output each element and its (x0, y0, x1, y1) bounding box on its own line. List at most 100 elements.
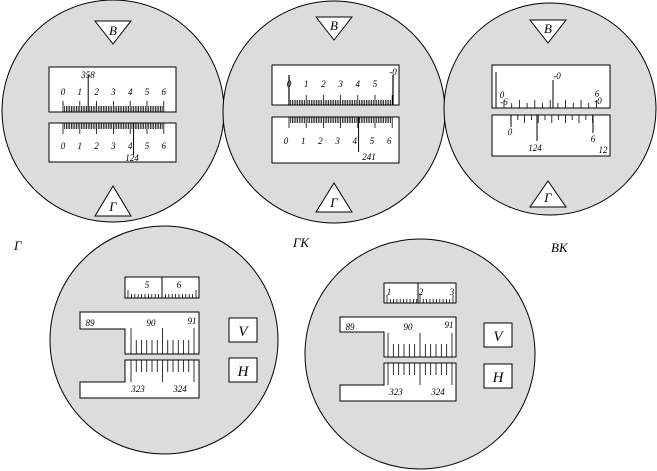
micro-right-h-scale (339, 362, 457, 402)
micro-right-v-label-2: 90 (404, 322, 414, 332)
micro-right-v-scale (339, 316, 457, 358)
panel-gk-bottom-label: 6 (387, 136, 392, 146)
panel-vk-top-left-label-2: -6 (500, 97, 508, 107)
micro-left-v-label-2: 90 (147, 318, 157, 328)
panel-gk-bottom-label: 3 (334, 136, 340, 146)
panel-gk-bottom-label: 4 (353, 136, 358, 146)
panel-vk-top-left-label-1: 0 (500, 90, 505, 100)
panel-vk: В 0 -6 -0 6 -0 0 6 12 124 Г (443, 2, 657, 216)
panel-gk-top-label: 2 (321, 79, 326, 89)
panel-g-top-label: 1 (78, 87, 83, 97)
panel-g-bottom-label: 4 (128, 141, 133, 151)
panel-vk-top-scale-ticks (503, 100, 597, 108)
panel-g-top-label: 6 (162, 87, 167, 97)
micro-right-v-label-1: 89 (346, 322, 356, 332)
panel-vk-top-scale (491, 64, 611, 109)
panel-vk-top-triangle: В (528, 19, 568, 44)
panel-gk-bottom-scale-labels: 0 1 2 3 4 5 6 (284, 136, 392, 146)
micro-right-top-window-ticks (386, 295, 454, 303)
panel-g-bottom-label: 5 (145, 141, 150, 151)
panel-g-bottom-label: 2 (94, 141, 99, 151)
panel-g-bottom-triangle-label: Г (108, 199, 117, 214)
panel-gk-top-scale (271, 64, 400, 106)
panel-gk-bottom-reading: 241 (362, 152, 376, 162)
panel-g-top-scale (48, 66, 177, 113)
panel-g-top-label: 2 (94, 87, 99, 97)
panel-gk-top-label: 1 (304, 79, 309, 89)
panel-gk-top-end-label: -0 (389, 67, 397, 77)
panel-gk-top-label: 4 (356, 79, 361, 89)
micro-right-h-box-label: H (492, 370, 505, 386)
panel-g-bottom-label: 3 (110, 141, 116, 151)
micro-right-top-label-3: 3 (449, 287, 455, 297)
panel-gk-bottom-label: 2 (318, 136, 323, 146)
micro-right-h-label-2: 324 (430, 387, 445, 397)
panel-g-bottom-scale-ticks (62, 123, 165, 134)
micro-left-v-box-label: V (238, 324, 249, 340)
panel-vk-bottom-left-label: 0 (508, 127, 513, 137)
panel-gk-bottom-label: 5 (370, 136, 375, 146)
micro-left-h-box-label: H (237, 364, 250, 380)
micro-right-v-box: V (483, 322, 513, 348)
panel-gk-top-triangle-label: В (330, 18, 338, 33)
panel-g-bottom-reading: 124 (125, 153, 139, 163)
micro-left-top-label-2: 6 (177, 280, 182, 290)
panel-vk-top-right-label-1: 6 (595, 89, 600, 99)
panel-vk-top-triangle-label: В (544, 21, 552, 36)
panel-g-bottom-triangle: Г (94, 185, 132, 217)
panel-gk-bottom-label: 1 (301, 136, 306, 146)
panel-vk-bottom-triangle: Г (529, 180, 567, 208)
panel-g-top-triangle-label: В (109, 23, 117, 38)
panel-g-top-label: 3 (110, 87, 116, 97)
panel-g-bottom-label: 6 (162, 141, 167, 151)
panel-gk-bottom-scale (271, 116, 400, 164)
micro-left-h-scale (79, 359, 200, 399)
panel-g-top-scale-ticks (62, 101, 165, 112)
micro-right-top-label-2: 2 (419, 287, 424, 297)
micro-right-h-box: H (483, 363, 513, 389)
micro-right-top-label-1: 1 (387, 287, 392, 297)
micro-left-h-scale-ticks (130, 360, 195, 382)
panel-vk-bottom-triangle-label: Г (543, 190, 552, 205)
panel-g-bottom-label: 1 (78, 141, 83, 151)
panel-gk-top-triangle: В (314, 16, 354, 41)
micro-right-h-scale-ticks (387, 363, 453, 385)
micro-left: 5 6 89 90 91 323 324 V H (49, 225, 279, 455)
panel-gk-bottom-triangle-label: Г (329, 195, 338, 210)
micro-left-v-scale (79, 311, 200, 355)
panel-g-bottom-label: 0 (61, 141, 66, 151)
micro-left-v-box: V (228, 317, 258, 343)
caption-gk: ГК (292, 235, 310, 250)
micro-left-v-label-1: 89 (86, 318, 96, 328)
panel-g-bottom-scale (48, 122, 177, 163)
micro-right-v-box-label: V (493, 329, 504, 345)
panel-gk-bottom-scale-ticks (288, 117, 393, 128)
panel-gk-top-label: 3 (337, 79, 343, 89)
micro-left-h-label-2: 324 (172, 384, 187, 394)
panel-g-top-label: 5 (145, 87, 150, 97)
panel-vk-bottom-reading: 124 (528, 143, 542, 153)
micro-right-v-scale-ticks (387, 333, 453, 357)
panel-gk-top-label: 5 (373, 79, 378, 89)
panel-gk-bottom-triangle: Г (315, 182, 353, 213)
panel-vk-disc (443, 2, 657, 216)
micro-left-top-label-1: 5 (145, 280, 150, 290)
panel-vk-top-center-label: -0 (553, 71, 561, 81)
panel-vk-bottom-scale (491, 114, 611, 157)
micro-right: 1 2 3 89 90 91 323 324 V H (304, 238, 536, 470)
panel-vk-bottom-right-label-1: 6 (591, 134, 596, 144)
micro-left-v-scale-ticks (130, 328, 195, 354)
micro-left-h-label-1: 323 (130, 384, 145, 394)
panel-gk-bottom-label: 0 (284, 136, 289, 146)
micro-right-h-label-1: 323 (388, 387, 403, 397)
micro-right-v-label-3: 91 (445, 320, 454, 330)
micro-left-h-box: H (228, 357, 258, 383)
caption-g: Г (13, 238, 22, 253)
micro-left-top-window-ticks (127, 290, 197, 298)
caption-vk: ВК (551, 240, 569, 255)
panel-g-top-triangle: В (93, 20, 133, 45)
